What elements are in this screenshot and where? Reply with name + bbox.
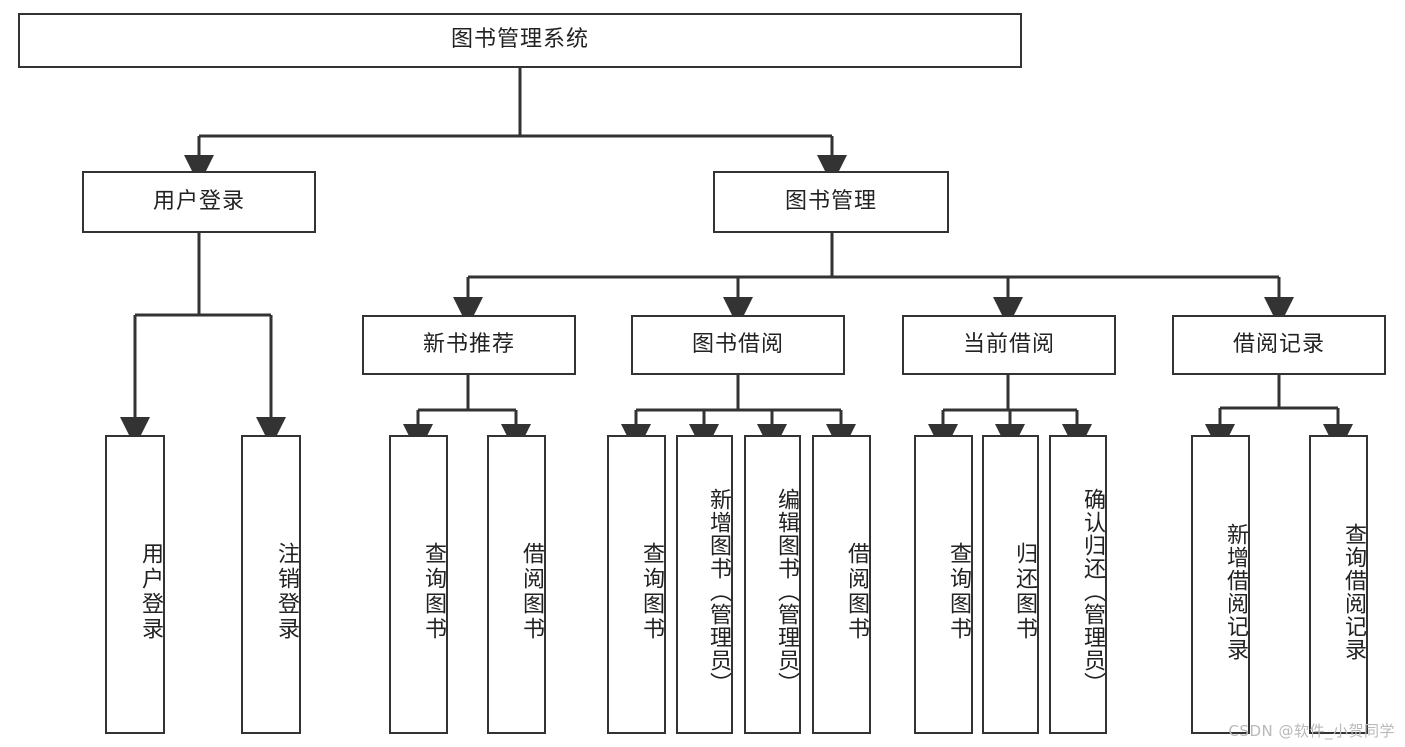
node-book-management-label: 图书管理 <box>784 188 877 214</box>
node-leaf-borrow-book-2-label: 借阅图书 <box>844 541 869 642</box>
node-current-borrow[interactable]: 当前借阅 <box>902 315 1116 375</box>
node-borrow-record[interactable]: 借阅记录 <box>1172 315 1386 375</box>
node-root[interactable]: 图书管理系统 <box>18 13 1022 68</box>
node-borrow-record-label: 借阅记录 <box>1232 331 1325 357</box>
node-leaf-borrow-book-1-label: 借阅图书 <box>519 541 544 642</box>
node-leaf-query-book-3[interactable]: 查询图书 <box>914 435 973 734</box>
node-leaf-query-book-1[interactable]: 查询图书 <box>389 435 448 734</box>
node-leaf-add-record-label: 新增借阅记录 <box>1223 522 1248 661</box>
node-user-login[interactable]: 用户登录 <box>82 171 316 233</box>
node-root-label: 图书管理系统 <box>450 27 589 53</box>
node-leaf-borrow-book-1[interactable]: 借阅图书 <box>487 435 546 734</box>
node-leaf-edit-book-label: 编辑图书（管理员） <box>774 488 799 695</box>
node-leaf-return-book-label: 归还图书 <box>1012 541 1037 642</box>
node-new-book-recommend-label: 新书推荐 <box>422 331 515 357</box>
node-leaf-confirm-return-label: 确认归还（管理员） <box>1080 488 1105 695</box>
node-leaf-query-record[interactable]: 查询借阅记录 <box>1309 435 1368 734</box>
csdn-watermark: CSDN @软件_小贺同学 <box>1228 722 1395 740</box>
node-leaf-add-book[interactable]: 新增图书（管理员） <box>676 435 733 734</box>
node-leaf-confirm-return[interactable]: 确认归还（管理员） <box>1049 435 1107 734</box>
node-leaf-logout-login-label: 注销登录 <box>274 541 299 642</box>
node-leaf-query-book-1-label: 查询图书 <box>421 541 446 642</box>
node-book-borrow[interactable]: 图书借阅 <box>631 315 845 375</box>
node-leaf-query-book-3-label: 查询图书 <box>946 541 971 642</box>
node-leaf-query-book-2-label: 查询图书 <box>639 541 664 642</box>
node-leaf-borrow-book-2[interactable]: 借阅图书 <box>812 435 871 734</box>
node-new-book-recommend[interactable]: 新书推荐 <box>362 315 576 375</box>
node-leaf-user-login[interactable]: 用户登录 <box>105 435 165 734</box>
node-leaf-return-book[interactable]: 归还图书 <box>982 435 1039 734</box>
node-leaf-add-book-label: 新增图书（管理员） <box>706 488 731 695</box>
node-leaf-query-record-label: 查询借阅记录 <box>1341 522 1366 661</box>
node-leaf-logout-login[interactable]: 注销登录 <box>241 435 301 734</box>
node-book-management[interactable]: 图书管理 <box>713 171 949 233</box>
node-leaf-query-book-2[interactable]: 查询图书 <box>607 435 666 734</box>
node-user-login-label: 用户登录 <box>152 188 245 214</box>
node-leaf-user-login-label: 用户登录 <box>138 541 163 642</box>
node-book-borrow-label: 图书借阅 <box>691 331 784 357</box>
node-current-borrow-label: 当前借阅 <box>962 331 1055 357</box>
node-leaf-add-record[interactable]: 新增借阅记录 <box>1191 435 1250 734</box>
node-leaf-edit-book[interactable]: 编辑图书（管理员） <box>744 435 801 734</box>
